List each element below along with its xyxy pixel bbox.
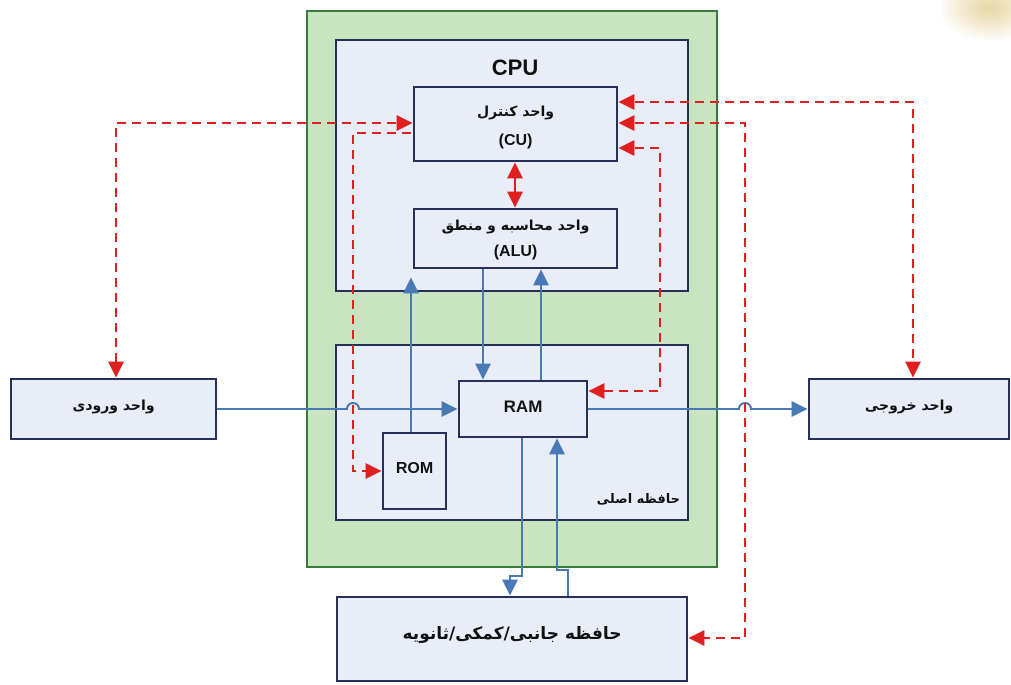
cu-input-control-line bbox=[108, 115, 413, 378]
input-unit-label: واحد ورودی bbox=[72, 398, 155, 414]
secondary-memory-box bbox=[336, 596, 688, 682]
ram-to-output-line bbox=[588, 401, 808, 417]
control-unit-box bbox=[413, 86, 618, 162]
ram-box bbox=[458, 380, 588, 438]
corner-decoration bbox=[941, 0, 1011, 40]
rom-box bbox=[382, 432, 447, 510]
secondary-to-ram-line bbox=[549, 438, 569, 596]
ram-to-secondary-line bbox=[502, 438, 523, 596]
alu-box bbox=[413, 208, 618, 269]
alu-abbrev: (ALU) bbox=[493, 243, 538, 260]
secondary-memory-label: حافظه جانبی/کمکی/ثانویه bbox=[402, 624, 622, 644]
alu-label: واحد محاسبه و منطق bbox=[441, 218, 590, 234]
rom-label: ROM bbox=[395, 460, 434, 477]
control-unit-label: واحد کنترل bbox=[477, 104, 554, 120]
input-to-ram-line bbox=[217, 401, 458, 417]
cpu-title: CPU bbox=[491, 55, 539, 80]
control-unit-abbrev: (CU) bbox=[498, 132, 533, 149]
cu-ram-control-line bbox=[588, 140, 661, 399]
cu-rom-control-line bbox=[352, 132, 411, 479]
output-unit-box bbox=[808, 378, 1010, 440]
cu-secondary-control-line bbox=[618, 115, 746, 646]
output-unit-label: واحد خروجی bbox=[864, 398, 954, 414]
input-unit-box bbox=[10, 378, 217, 440]
ram-label: RAM bbox=[503, 397, 543, 416]
cu-output-control-line bbox=[618, 94, 921, 378]
